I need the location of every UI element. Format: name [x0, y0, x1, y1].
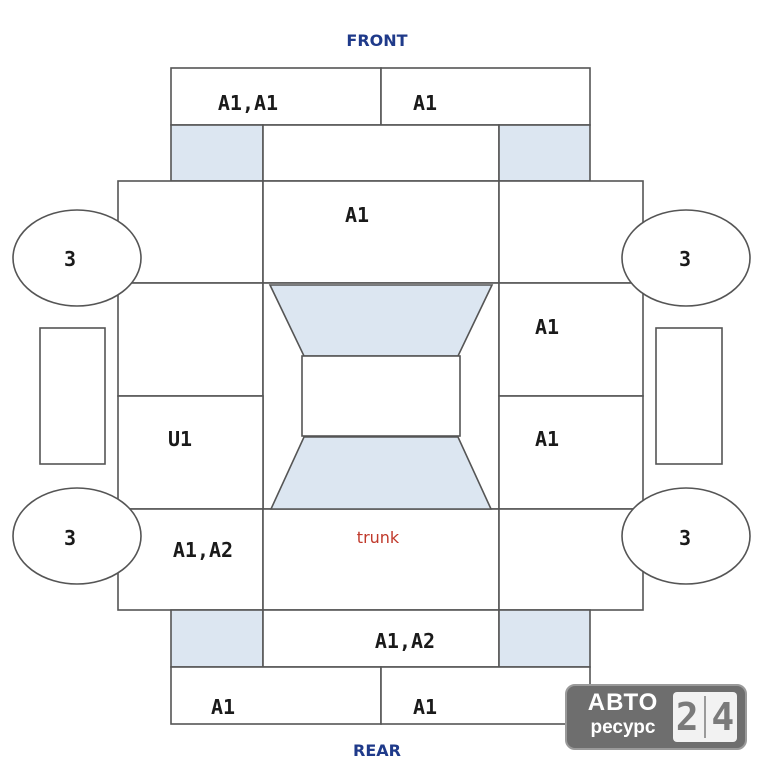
zone-left-lower-label: A1,A2: [173, 538, 233, 562]
zone-front-left-label: A1,A1: [218, 91, 278, 115]
right-mirror[interactable]: [655, 327, 723, 465]
watermark-line1: АВТО: [587, 689, 659, 716]
wheel-front-left[interactable]: [12, 209, 142, 307]
zone-rear-left[interactable]: [170, 666, 382, 725]
zone-front-left[interactable]: [170, 67, 382, 126]
zone-right-upper-label: A1: [535, 315, 559, 339]
wheel-front-left-label: 3: [64, 247, 76, 271]
zone-left-front-door[interactable]: [117, 282, 264, 397]
wheel-front-right[interactable]: [621, 209, 751, 307]
zone-hood[interactable]: [262, 180, 500, 284]
zone-hood-label: A1: [345, 203, 369, 227]
zone-trunk[interactable]: [262, 508, 500, 611]
left-mirror[interactable]: [39, 327, 106, 465]
zone-right-middle-label: A1: [535, 427, 559, 451]
roof: [301, 355, 461, 437]
front-right-light: [498, 124, 591, 182]
front-label: FRONT: [346, 31, 407, 50]
zone-right-rear-fender[interactable]: [498, 508, 644, 611]
watermark-text: АВТО ресурс: [575, 689, 671, 738]
zone-right-front-door[interactable]: [498, 282, 644, 397]
zone-left-rear-fender[interactable]: [117, 508, 264, 611]
zone-front-right[interactable]: [380, 67, 591, 126]
wheel-rear-left-label: 3: [64, 526, 76, 550]
zone-left-middle-label: U1: [168, 427, 192, 451]
rear-left-light: [170, 609, 264, 668]
wheel-front-right-label: 3: [679, 247, 691, 271]
watermark-separator: [704, 696, 706, 738]
zone-rear-right-label: A1: [413, 695, 437, 719]
front-grille: [262, 124, 500, 182]
wheel-rear-right[interactable]: [621, 487, 751, 585]
rear-right-light: [498, 609, 591, 668]
zone-left-rear-door[interactable]: [117, 395, 264, 510]
zone-front-right-label: A1: [413, 91, 437, 115]
watermark-number: 2 4: [673, 692, 737, 742]
watermark-logo: АВТО ресурс 2 4: [565, 684, 747, 750]
watermark-digit-1: 2: [675, 695, 699, 739]
wheel-rear-left[interactable]: [12, 487, 142, 585]
zone-right-top[interactable]: [498, 180, 644, 284]
zone-right-rear-door[interactable]: [498, 395, 644, 510]
zone-left-upper[interactable]: [117, 180, 264, 284]
windshield: [268, 284, 494, 357]
watermark-digit-2: 4: [711, 695, 735, 739]
front-left-light: [170, 124, 264, 182]
trunk-label: trunk: [357, 528, 400, 547]
rear-label: REAR: [353, 741, 401, 760]
watermark-line2: ресурс: [590, 717, 656, 738]
wheel-rear-right-label: 3: [679, 526, 691, 550]
zone-rear-left-label: A1: [211, 695, 235, 719]
zone-rear-panel-label: A1,A2: [375, 629, 435, 653]
zone-rear-panel[interactable]: [262, 609, 500, 668]
rear-window: [269, 436, 493, 510]
zone-rear-right[interactable]: [380, 666, 591, 725]
